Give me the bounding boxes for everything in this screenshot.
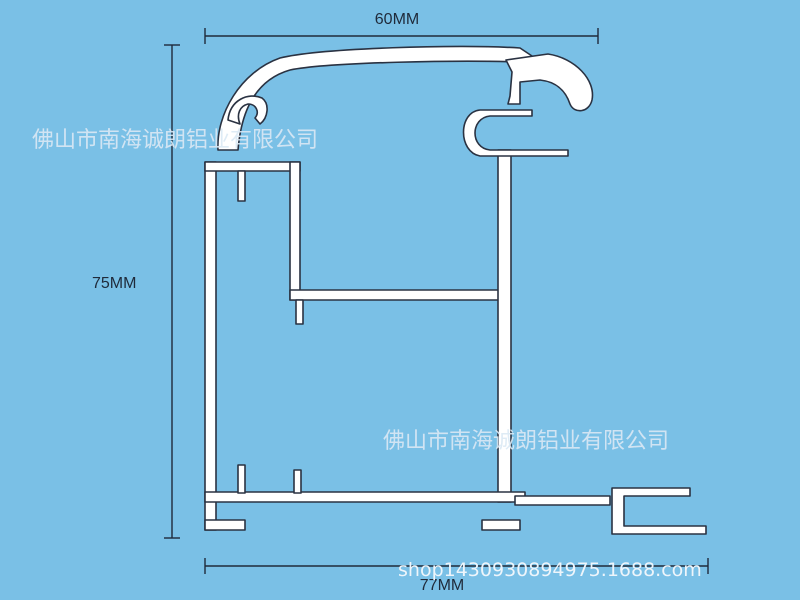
top-dimension: 60MM [204, 11, 599, 44]
profile-bottom-flange-left [204, 519, 246, 531]
profile-side-channel [462, 109, 569, 157]
left-dimension-label: 75MM [92, 275, 136, 292]
profile-fin-top-left [237, 170, 246, 202]
profile-top-hook [505, 53, 594, 112]
left-dimension: 75MM [92, 44, 180, 539]
bottom-dimension: 77MM [204, 558, 709, 594]
bottom-dimension-label: 77MM [420, 577, 464, 594]
profile-bead-clip [227, 95, 268, 125]
shop-url-watermark: shop1430930894975.1688.com [398, 559, 702, 581]
profile-upper-rail [204, 161, 301, 172]
profile-fin-mid [295, 299, 304, 325]
profile-inner-post [289, 161, 301, 301]
profile-fin-bottom-left [237, 464, 246, 494]
profile-bottom-c-channel [611, 487, 707, 535]
profile-bottom-rail [204, 491, 526, 503]
watermark-lower: 佛山市南海诚朗铝业有限公司 [383, 429, 669, 454]
aluminium-profile [204, 45, 707, 535]
profile-bottom-flange-mid [481, 519, 521, 531]
watermark-upper: 佛山市南海诚朗铝业有限公司 [32, 128, 318, 153]
profile-left-wall [204, 161, 217, 531]
profile-mid-rail [289, 289, 509, 301]
profile-bottom-flange-right [514, 495, 611, 506]
profile-fin-bottom-mid [293, 469, 302, 494]
top-dimension-label: 60MM [375, 11, 419, 28]
